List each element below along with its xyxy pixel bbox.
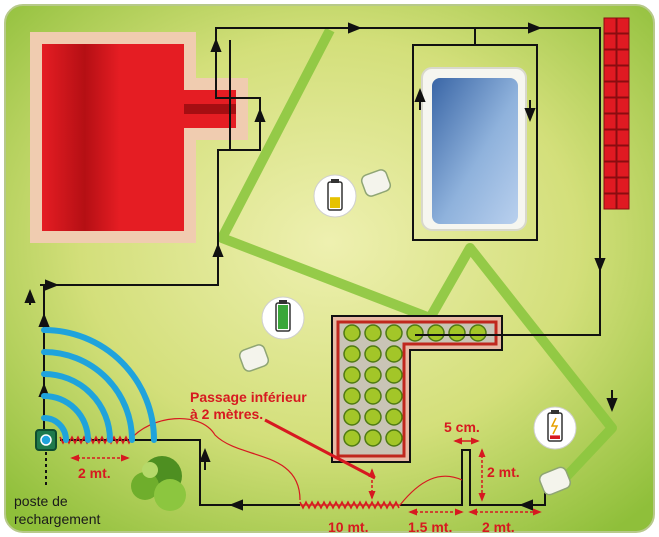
- brick: [616, 129, 630, 146]
- brick: [603, 177, 617, 194]
- brick: [616, 113, 630, 130]
- plant: [364, 429, 382, 447]
- underpass-label-line2: à 2 mètres.: [190, 406, 263, 422]
- brick: [603, 33, 617, 50]
- brick: [603, 113, 617, 130]
- brick: [603, 49, 617, 66]
- robot-mower-icon: [360, 169, 392, 197]
- brick: [616, 65, 630, 82]
- plant: [343, 429, 361, 447]
- dim-label-station: 2 mt.: [78, 465, 111, 481]
- plant: [364, 387, 382, 405]
- battery-full-icon: [261, 296, 305, 340]
- pool: [421, 67, 527, 231]
- underpass-label-line1: Passage inférieur: [190, 389, 307, 405]
- brick-wall: [603, 17, 630, 210]
- plant: [385, 408, 403, 426]
- brick: [616, 81, 630, 98]
- robot-mower-icon: [238, 344, 270, 372]
- brick: [616, 193, 630, 210]
- plant: [364, 366, 382, 384]
- plant: [364, 408, 382, 426]
- brick: [603, 81, 617, 98]
- plant: [448, 324, 466, 342]
- brick: [603, 65, 617, 82]
- dim-label-10mt: 10 mt.: [328, 519, 368, 535]
- dim-label-1-5mt: 1.5 mt.: [408, 519, 452, 535]
- brick: [603, 161, 617, 178]
- plant: [343, 345, 361, 363]
- brick: [616, 177, 630, 194]
- brick: [616, 17, 630, 34]
- brick: [616, 33, 630, 50]
- plant: [364, 345, 382, 363]
- wifi-signal-icon: [41, 327, 157, 443]
- charging-station-icon: [35, 429, 57, 488]
- house: [30, 32, 248, 243]
- battery-low-icon: [533, 406, 577, 450]
- plant: [364, 324, 382, 342]
- plant: [385, 387, 403, 405]
- station-label-line2: rechargement: [14, 511, 100, 527]
- underpass-pointer: [264, 418, 376, 480]
- battery-medium-icon: [313, 174, 357, 218]
- brick: [616, 49, 630, 66]
- plant: [385, 345, 403, 363]
- robot-mower-icon: [538, 466, 572, 496]
- plant: [469, 324, 487, 342]
- brick: [603, 129, 617, 146]
- dimension-markers: [70, 437, 542, 516]
- plant: [343, 387, 361, 405]
- flower-bed: [331, 315, 503, 463]
- plant: [406, 324, 424, 342]
- plant: [427, 324, 445, 342]
- brick: [603, 145, 617, 162]
- robot-mowing-path: [217, 27, 617, 482]
- brick: [603, 193, 617, 210]
- plant: [385, 324, 403, 342]
- plant: [343, 324, 361, 342]
- plant: [385, 366, 403, 384]
- brick: [603, 97, 617, 114]
- plant: [343, 408, 361, 426]
- brick: [616, 161, 630, 178]
- brick: [616, 97, 630, 114]
- dim-label-2mt-vertical: 2 mt.: [487, 464, 520, 480]
- dim-label-2mt-bottom: 2 mt.: [482, 519, 515, 535]
- plant: [343, 366, 361, 384]
- brick: [603, 17, 617, 34]
- dim-label-5cm: 5 cm.: [444, 419, 480, 435]
- shrub: [131, 456, 186, 511]
- brick: [616, 145, 630, 162]
- underpass-guide-curve: [129, 417, 463, 506]
- station-label-line1: poste de: [14, 493, 68, 509]
- plant: [385, 429, 403, 447]
